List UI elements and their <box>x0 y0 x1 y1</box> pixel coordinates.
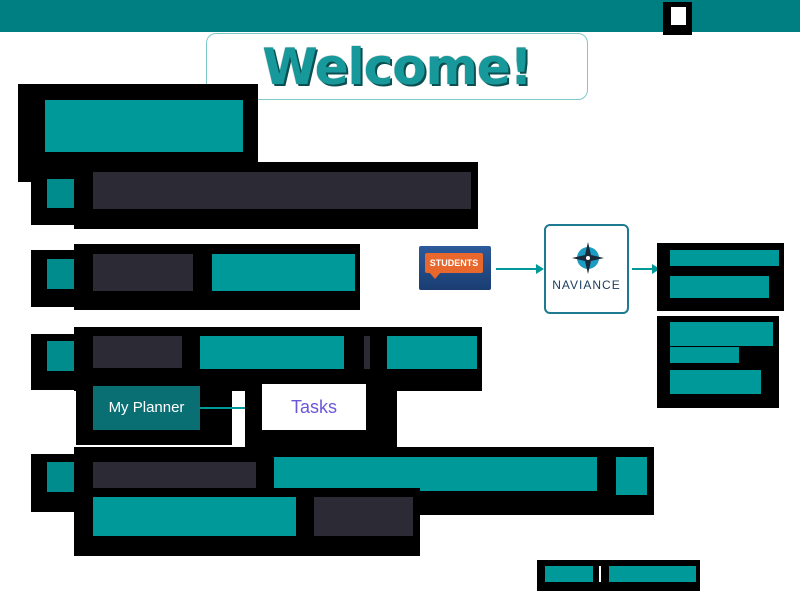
row5-text-block <box>314 497 413 536</box>
intro-heading-block <box>45 100 243 152</box>
welcome-frame <box>206 33 588 100</box>
footer-divider <box>599 566 601 582</box>
naviance-menu-item-4[interactable] <box>670 347 739 363</box>
row1-text-block <box>93 172 471 209</box>
speech-tail-icon <box>429 272 441 279</box>
square-icon <box>671 7 686 25</box>
row4-text-block <box>93 462 256 488</box>
students-label: STUDENTS <box>425 253 483 273</box>
naviance-label: NAVIANCE <box>552 278 621 292</box>
row2-text-block <box>93 254 193 291</box>
row4-link-block-a[interactable] <box>274 457 597 491</box>
my-planner-button[interactable]: My Planner <box>93 386 200 430</box>
row3-bullet <box>47 341 74 371</box>
footer-link-b[interactable] <box>609 566 696 582</box>
row2-link-block[interactable] <box>212 254 355 291</box>
row4-link-block-b[interactable] <box>616 457 647 495</box>
row3-divider <box>364 336 370 369</box>
row3-text-block <box>93 336 182 368</box>
arrow-right-icon <box>632 264 660 274</box>
page-title: Welcome! <box>262 37 532 96</box>
row5-link-block[interactable] <box>93 497 296 536</box>
naviance-menu-item-5[interactable] <box>670 370 761 394</box>
arrow-right-icon <box>496 264 544 274</box>
compass-icon <box>572 242 604 274</box>
row4-bullet <box>47 462 74 492</box>
naviance-logo[interactable]: NAVIANCE <box>544 224 629 314</box>
row2-bullet <box>47 259 74 289</box>
naviance-menu-item-3[interactable] <box>670 322 773 346</box>
tasks-button[interactable]: Tasks <box>262 384 366 430</box>
row3-link-block-a[interactable] <box>200 336 344 369</box>
footer-link-a[interactable] <box>545 566 593 582</box>
row3-link-block-b[interactable] <box>387 336 477 369</box>
menu-toggle-button[interactable] <box>663 2 692 35</box>
row1-bullet <box>47 179 74 208</box>
naviance-menu-item-2[interactable] <box>670 276 769 298</box>
naviance-menu-item-1[interactable] <box>670 250 779 266</box>
students-button[interactable]: STUDENTS <box>419 246 491 290</box>
